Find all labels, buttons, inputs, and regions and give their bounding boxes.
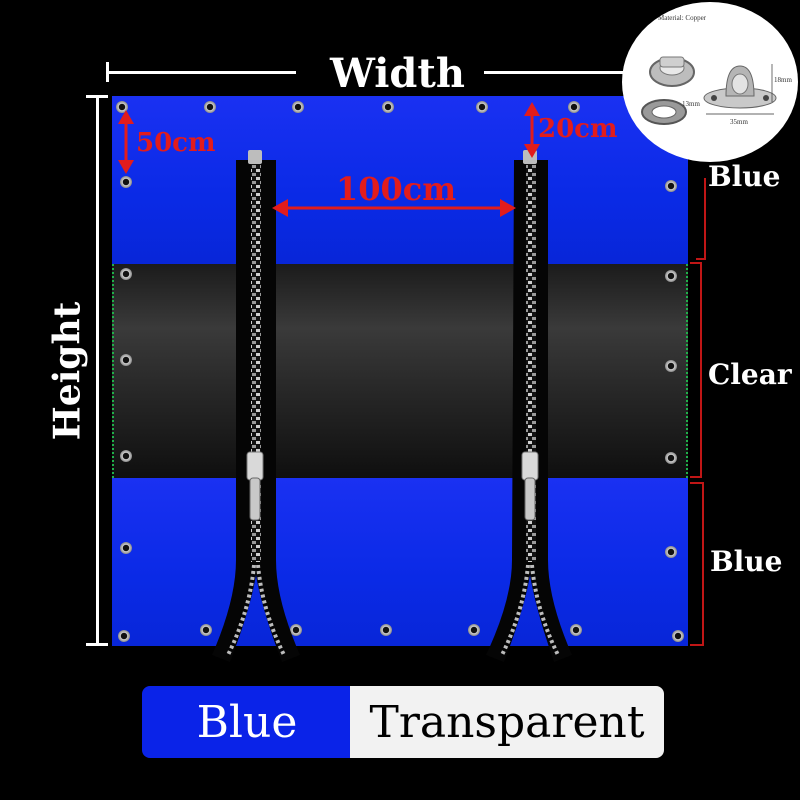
grommet-spacing-label: 50cm — [136, 128, 216, 158]
color-option-transparent[interactable]: Transparent — [350, 686, 664, 758]
grommet — [672, 630, 684, 642]
grommet — [665, 180, 677, 192]
band-label-top: Blue — [708, 160, 781, 193]
grommet — [120, 450, 132, 462]
color-option-blue[interactable]: Blue — [142, 686, 352, 758]
grommet — [120, 542, 132, 554]
zipper-gap-label: 100cm — [336, 170, 457, 208]
dimension-arrows — [118, 102, 540, 217]
color-option-transparent-label: Transparent — [369, 696, 645, 748]
width-label: Width — [330, 50, 465, 97]
width-dimension-line-right — [484, 71, 634, 74]
zipper-right — [486, 150, 572, 662]
height-dimension-line — [96, 95, 99, 645]
grommet — [120, 354, 132, 366]
band-label-bottom: Blue — [710, 545, 783, 578]
width-dimension-line — [108, 71, 296, 74]
zipper-left — [212, 150, 300, 662]
grommet — [665, 546, 677, 558]
tarp-bottom-blue-band — [112, 478, 688, 646]
band-label-middle: Clear — [708, 358, 792, 391]
grommet — [120, 268, 132, 280]
grommet — [665, 270, 677, 282]
grommet — [468, 624, 480, 636]
tarp-clear-band — [112, 264, 688, 478]
color-option-blue-label: Blue — [196, 696, 298, 748]
width-tick-left — [106, 62, 109, 82]
bracket-bottom — [690, 482, 704, 646]
grommet — [118, 630, 130, 642]
inset-width-label: 35mm — [730, 118, 748, 126]
grommet — [292, 101, 304, 113]
grommet — [665, 452, 677, 464]
grommet — [204, 101, 216, 113]
grommet — [290, 624, 302, 636]
grommet — [570, 624, 582, 636]
grommet — [476, 101, 488, 113]
height-tick-bottom — [86, 643, 108, 646]
bracket-middle — [690, 262, 702, 478]
grommet — [120, 176, 132, 188]
grommet — [665, 360, 677, 372]
inset-material-text: Material: Copper — [658, 14, 707, 22]
grommet — [568, 101, 580, 113]
grommet — [382, 101, 394, 113]
grommet — [380, 624, 392, 636]
grommet — [116, 101, 128, 113]
tarp-top-blue-band — [112, 96, 688, 264]
height-tick-top — [86, 95, 108, 98]
hardware-detail-inset: Material: Copper 18mm 35mm 13mm — [622, 2, 798, 162]
inset-height-label: 18mm — [774, 76, 792, 84]
inset-side-label: 13mm — [682, 100, 700, 108]
grommet-hardware-icon — [641, 56, 777, 125]
zipper-offset-label: 20cm — [538, 114, 618, 144]
grommet — [200, 624, 212, 636]
bracket-top — [696, 178, 706, 260]
